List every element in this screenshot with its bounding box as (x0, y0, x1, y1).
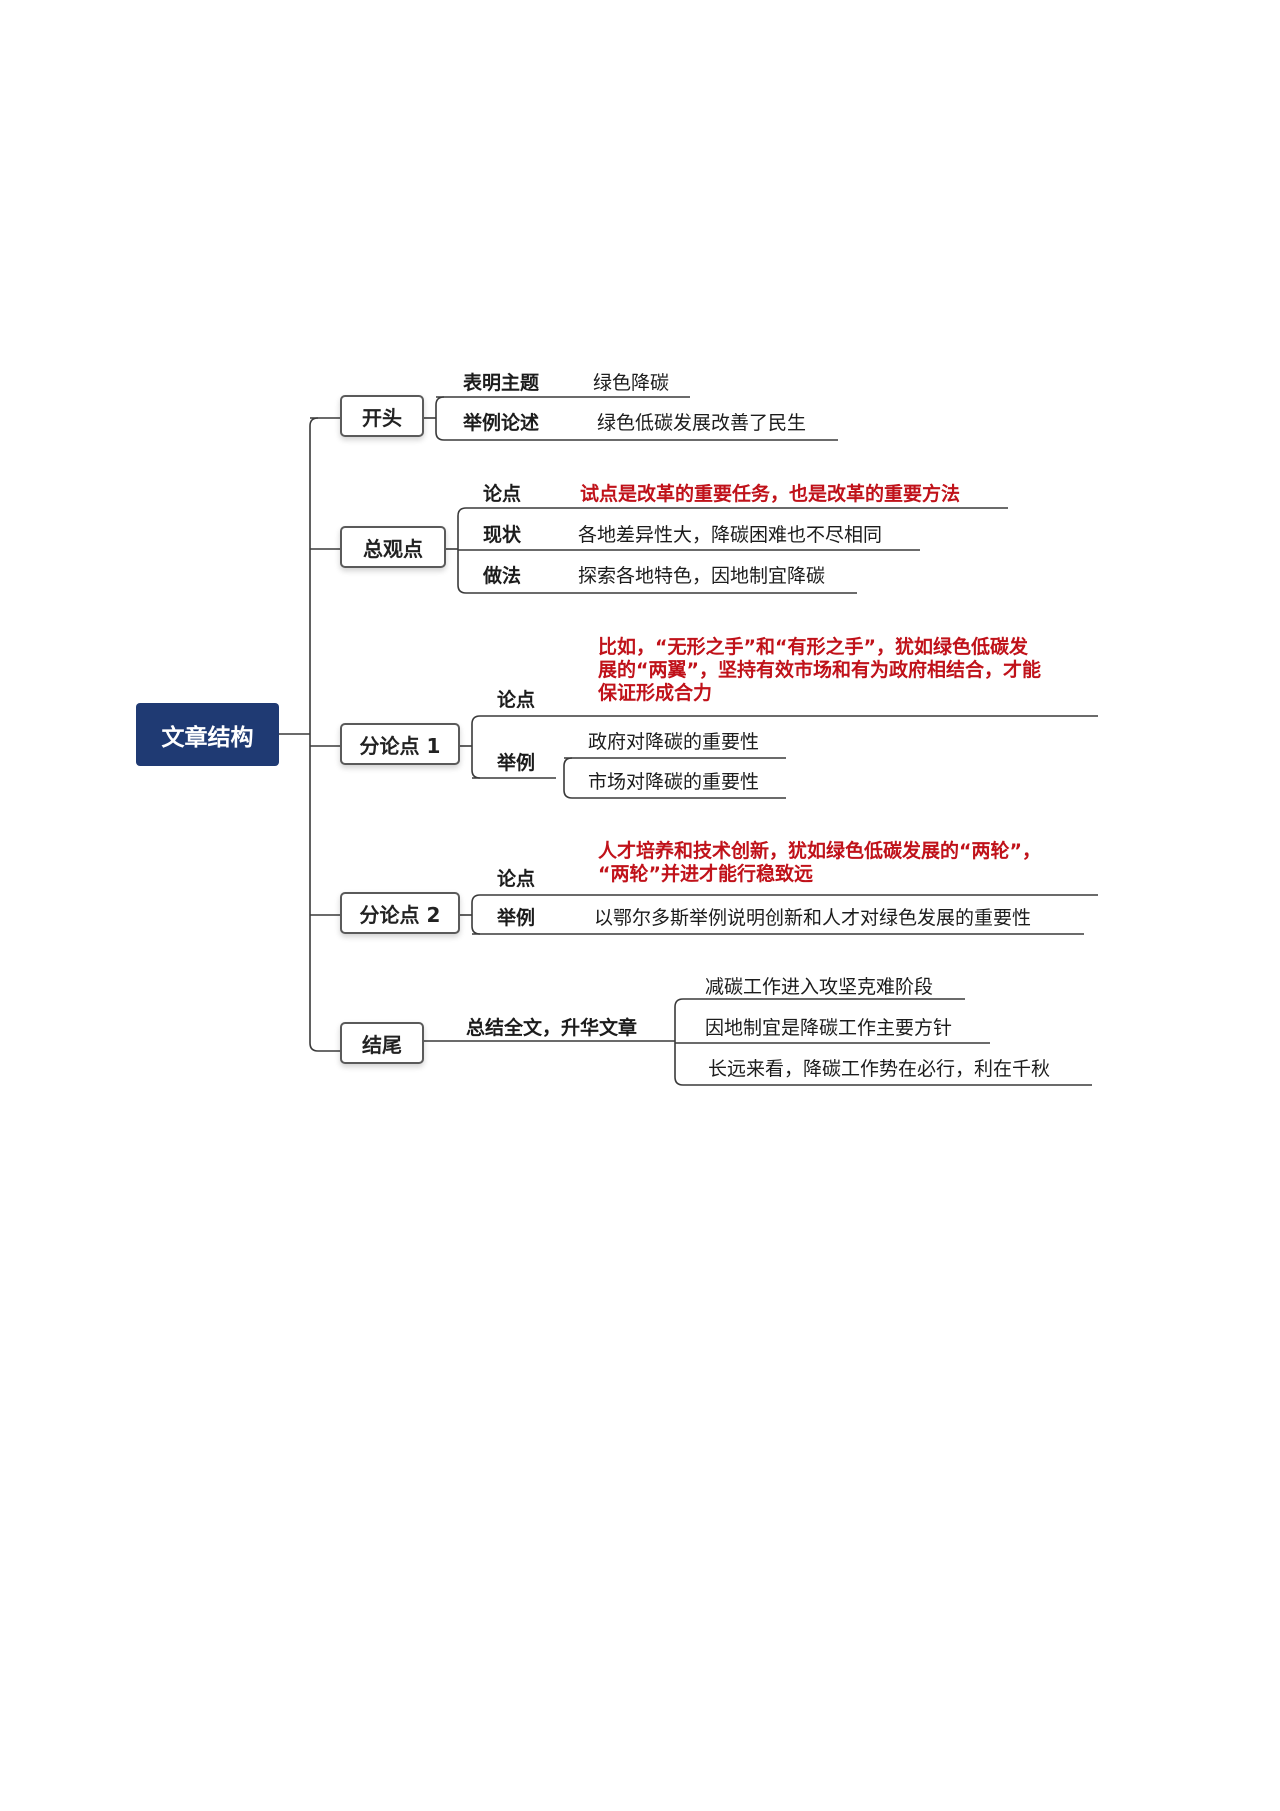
point2-example-text: 以鄂尔多斯举例说明创新和人才对绿色发展的重要性 (594, 907, 1032, 929)
general-method-label: 做法 (483, 565, 522, 587)
point2-bracket (471, 894, 481, 935)
node-point2[interactable]: 分论点 2 (340, 892, 460, 934)
point1-example-2: 市场对降碳的重要性 (588, 771, 760, 793)
point2-thesis-text: 人才培养和技术创新，犹如绿色低碳发展的“两轮”， “两轮”并进才能行稳致远 (598, 840, 1041, 886)
general-status-text: 各地差异性大，降碳困难也不尽相同 (578, 524, 883, 546)
opening-bracket (435, 396, 445, 441)
point1-thesis-label: 论点 (497, 689, 536, 711)
node-opening[interactable]: 开头 (340, 395, 424, 437)
general-thesis-label: 论点 (483, 483, 522, 505)
general-status-label: 现状 (483, 524, 522, 546)
connector-trunk (309, 417, 319, 1052)
point1-sub-bracket (563, 757, 573, 799)
general-thesis-text: 试点是改革的重要任务，也是改革的重要方法 (580, 483, 961, 505)
point2-thesis-line-2: “两轮”并进才能行稳致远 (598, 863, 813, 885)
ending-item-2: 因地制宜是降碳工作主要方针 (705, 1017, 953, 1039)
opening-theme-label: 表明主题 (463, 372, 540, 394)
general-method-text: 探索各地特色，因地制宜降碳 (578, 565, 826, 587)
opening-example-text: 绿色低碳发展改善了民生 (597, 412, 807, 434)
point2-thesis-label: 论点 (497, 868, 536, 890)
point1-thesis-line-2: 展的“两翼”，坚持有效市场和有为政府相结合，才能 (598, 659, 1041, 681)
node-point1[interactable]: 分论点 1 (340, 723, 460, 765)
ending-item-3: 长远来看，降碳工作势在必行，利在千秋 (708, 1058, 1051, 1080)
node-ending[interactable]: 结尾 (340, 1022, 424, 1064)
point1-thesis-line-1: 比如，“无形之手”和“有形之手”，犹如绿色低碳发 (598, 636, 1028, 658)
node-general[interactable]: 总观点 (340, 526, 446, 568)
point2-thesis-line-1: 人才培养和技术创新，犹如绿色低碳发展的“两轮”， (598, 840, 1041, 862)
point2-example-label: 举例 (497, 907, 536, 929)
point1-example-label: 举例 (497, 752, 536, 774)
point1-example-1: 政府对降碳的重要性 (588, 731, 760, 753)
ending-bracket (674, 998, 684, 1086)
opening-theme-text: 绿色降碳 (593, 372, 670, 394)
ending-item-1: 减碳工作进入攻坚克难阶段 (705, 976, 934, 998)
ending-summary-label: 总结全文，升华文章 (466, 1017, 638, 1039)
point1-bracket (471, 715, 481, 779)
point1-thesis-text: 比如，“无形之手”和“有形之手”，犹如绿色低碳发 展的“两翼”，坚持有效市场和有… (598, 636, 1041, 705)
root-node[interactable]: 文章结构 (136, 703, 279, 766)
opening-example-label: 举例论述 (463, 412, 540, 434)
point1-thesis-line-3: 保证形成合力 (598, 682, 713, 704)
